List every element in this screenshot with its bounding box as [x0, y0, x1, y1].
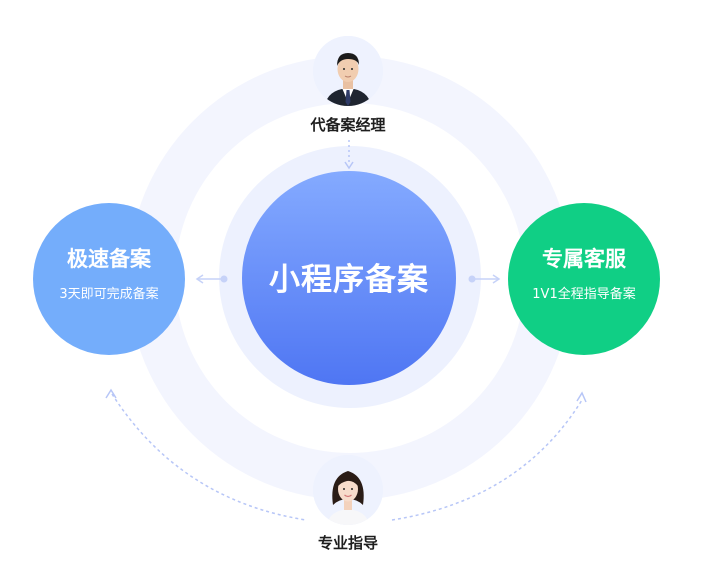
left-node-title: 极速备案 [67, 246, 151, 271]
center-title: 小程序备案 [269, 261, 429, 298]
center-node: 小程序备案 [242, 171, 456, 385]
male-manager-avatar-icon [313, 36, 383, 106]
top-connector-arrow-icon [344, 161, 354, 170]
bottom-left-arc-arrow-icon [105, 388, 117, 399]
right-node-subtitle: 1V1全程指导备案 [532, 286, 636, 302]
top-person-label: 代备案经理 [310, 116, 386, 134]
right-connector-dot [468, 275, 476, 283]
left-node-subtitle: 3天即可完成备案 [59, 286, 159, 302]
right-node: 专属客服 1V1全程指导备案 [508, 203, 660, 355]
right-node-title: 专属客服 [542, 246, 626, 271]
left-connector-arrow-icon [195, 274, 204, 284]
left-node: 极速备案 3天即可完成备案 [33, 203, 185, 355]
bottom-right-arc [391, 399, 583, 521]
bottom-right-arc-arrow-icon [576, 391, 587, 403]
right-connector-arrow-icon [492, 274, 501, 284]
female-advisor-avatar-icon [313, 455, 383, 525]
bottom-left-arc [111, 393, 307, 521]
bottom-person-label: 专业指导 [317, 534, 378, 552]
left-connector-dot [220, 275, 228, 283]
